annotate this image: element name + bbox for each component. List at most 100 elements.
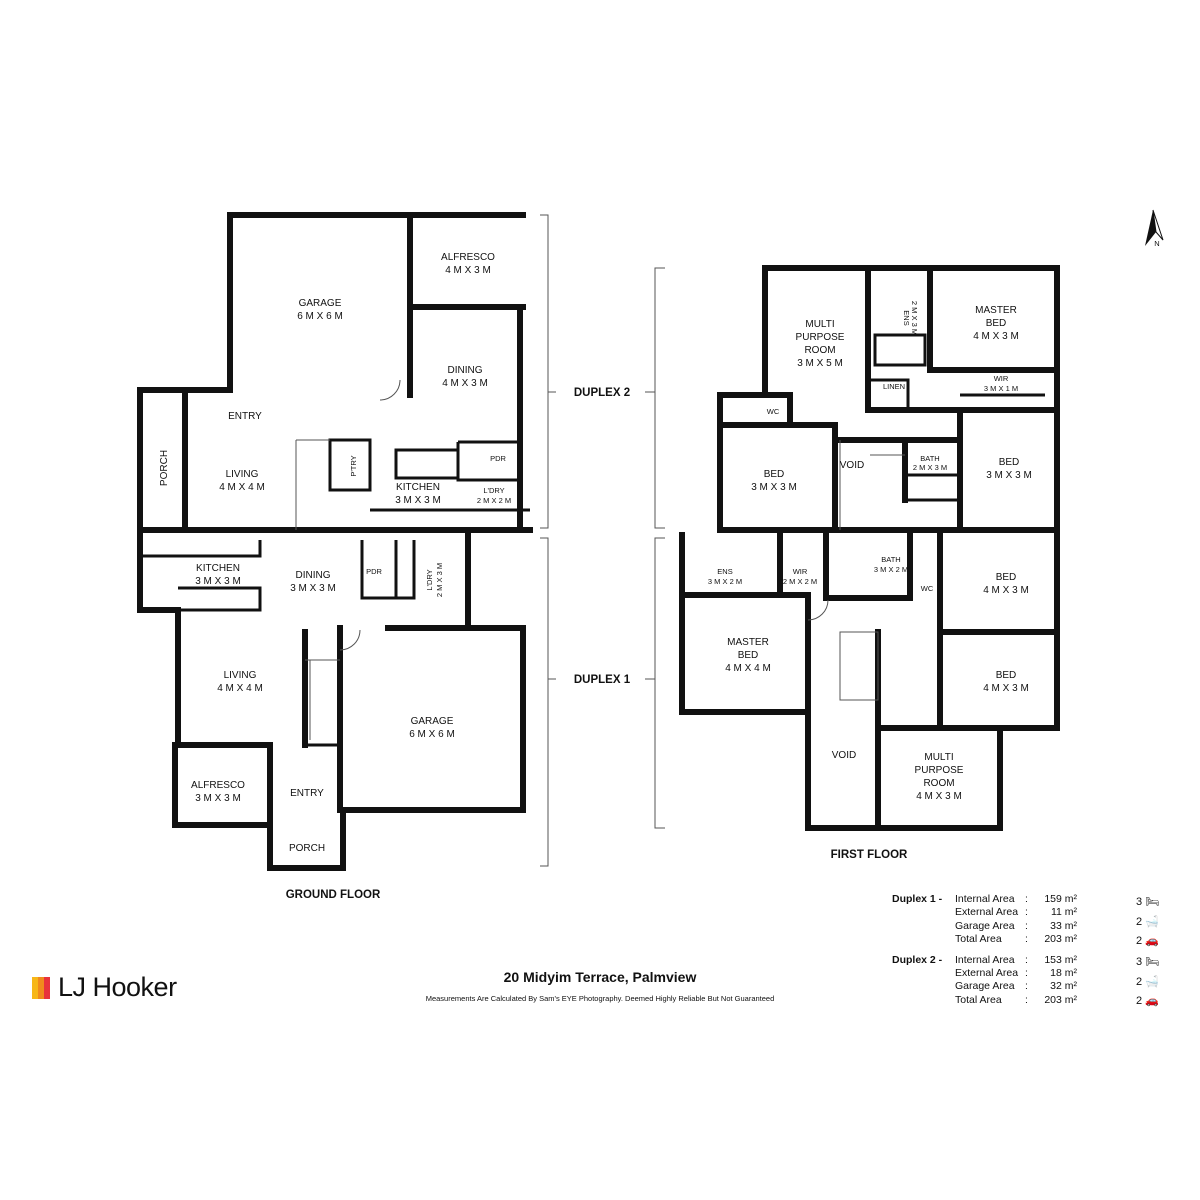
duplex1-stats: Duplex 1 -Internal Area:159 m² External … <box>892 893 1077 947</box>
duplex2-beds: 3 🛏 <box>1136 955 1159 968</box>
duplex1-baths: 2 🛁 <box>1136 915 1159 928</box>
stat-sep: : <box>1025 993 1028 1006</box>
room-label: MASTER <box>727 637 769 648</box>
room-label: BED <box>996 670 1017 681</box>
ground-duplex1-walls <box>137 532 526 871</box>
room-label: ENS <box>902 310 911 325</box>
room-size: 3 M X 2 M <box>708 577 742 586</box>
room-size: 4 M X 3 M <box>442 378 488 389</box>
duplex-label: Duplex 2 - <box>892 953 943 966</box>
room-label: LIVING <box>226 469 259 480</box>
property-address: 20 Midyim Terrace, Palmview <box>503 969 697 985</box>
room-label: BATH <box>881 555 900 564</box>
stat-key: Garage Area <box>955 980 1015 993</box>
room-size: 3 M X 3 M <box>986 470 1032 481</box>
stat-value: 203 m² <box>1044 933 1077 946</box>
brand-name: LJ Hooker <box>58 972 177 1002</box>
room-label: PDR <box>490 454 506 463</box>
stat-sep: : <box>1025 906 1028 919</box>
room-size: 3 M X 5 M <box>797 358 843 369</box>
compass-icon: N <box>1145 209 1164 248</box>
stat-value: 159 m² <box>1044 893 1077 905</box>
room-label: WC <box>921 584 934 593</box>
bed-icon: 🛏 <box>1145 956 1160 968</box>
stat-key: Total Area <box>955 933 1002 946</box>
stat-value: 33 m² <box>1050 919 1077 932</box>
car-icon: 🚗 <box>1145 995 1159 1007</box>
room-label: MULTI <box>924 752 953 763</box>
duplex1-marker: DUPLEX 1 <box>574 674 631 686</box>
room-label: PORCH <box>159 450 170 486</box>
car-count: 2 <box>1136 935 1143 947</box>
room-label: BED <box>999 457 1020 468</box>
room-size: 4 M X 4 M <box>725 663 771 674</box>
room-label: ENS <box>717 567 732 576</box>
room-label: DINING <box>448 365 483 376</box>
room-size: 2 M X 3 M <box>435 563 444 597</box>
duplex2-cars: 2 🚗 <box>1136 994 1159 1007</box>
room-size: 4 M X 3 M <box>445 265 491 276</box>
room-label: VOID <box>832 750 856 761</box>
room-label: KITCHEN <box>196 563 240 574</box>
room-label: PORCH <box>289 843 325 854</box>
stat-value: 32 m² <box>1050 980 1077 993</box>
room-label: BED <box>738 650 759 661</box>
stat-key: Garage Area <box>955 919 1015 932</box>
room-label: PURPOSE <box>915 765 964 776</box>
stat-key: Total Area <box>955 993 1002 1006</box>
room-label: KITCHEN <box>396 482 440 493</box>
stat-sep: : <box>1025 893 1028 905</box>
area-summary: Duplex 1 -Internal Area:159 m² External … <box>892 893 1077 1014</box>
stat-value: 203 m² <box>1044 993 1077 1006</box>
ground-duplex2-walls <box>137 212 533 533</box>
bath-count: 2 <box>1136 916 1143 928</box>
room-size: 6 M X 6 M <box>297 311 343 322</box>
stat-sep: : <box>1025 919 1028 932</box>
compass-label: N <box>1154 239 1159 248</box>
stat-sep: : <box>1025 980 1028 993</box>
room-size: 4 M X 3 M <box>973 331 1019 342</box>
room-label: ROOM <box>804 345 835 356</box>
room-label: WC <box>767 407 780 416</box>
stat-value: 153 m² <box>1044 953 1077 966</box>
ground-floor-title: GROUND FLOOR <box>286 889 381 901</box>
room-label: BED <box>764 469 785 480</box>
stat-sep: : <box>1025 967 1028 980</box>
bath-icon: 🛁 <box>1145 976 1159 988</box>
room-label: LINEN <box>883 382 905 391</box>
room-label: DINING <box>296 570 331 581</box>
brand-logo: LJ Hooker <box>32 972 177 1003</box>
room-size: 3 M X 3 M <box>290 583 336 594</box>
room-label: VOID <box>840 460 864 471</box>
room-label: GARAGE <box>299 298 342 309</box>
room-label: ENTRY <box>228 411 262 422</box>
room-label: L'DRY <box>425 569 434 590</box>
room-label: WIR <box>994 374 1009 383</box>
duplex2-marker: DUPLEX 2 <box>574 387 630 399</box>
room-label: MULTI <box>805 319 834 330</box>
room-label: PDR <box>366 567 382 576</box>
room-size: 2 M X 2 M <box>783 577 817 586</box>
room-size: 3 M X 3 M <box>751 482 797 493</box>
bed-count: 3 <box>1136 956 1143 968</box>
stat-sep: : <box>1025 953 1028 966</box>
room-label: LIVING <box>224 670 257 681</box>
bath-count: 2 <box>1136 976 1143 988</box>
room-label: GARAGE <box>411 716 454 727</box>
room-label: ENTRY <box>290 788 324 799</box>
room-size: 3 M X 3 M <box>395 495 441 506</box>
room-size: 4 M X 3 M <box>983 683 1029 694</box>
first-floor-title: FIRST FLOOR <box>831 849 908 861</box>
room-size: 3 M X 1 M <box>984 384 1018 393</box>
room-label: BED <box>986 318 1007 329</box>
stat-value: 11 m² <box>1050 906 1077 919</box>
room-label: BATH <box>920 454 939 463</box>
logo-bar-icon <box>44 976 50 999</box>
room-label: WIR <box>793 567 808 576</box>
room-size: 6 M X 6 M <box>409 729 455 740</box>
duplex-label: Duplex 1 - <box>892 893 943 905</box>
bath-icon: 🛁 <box>1145 916 1159 928</box>
duplex2-baths: 2 🛁 <box>1136 975 1159 988</box>
